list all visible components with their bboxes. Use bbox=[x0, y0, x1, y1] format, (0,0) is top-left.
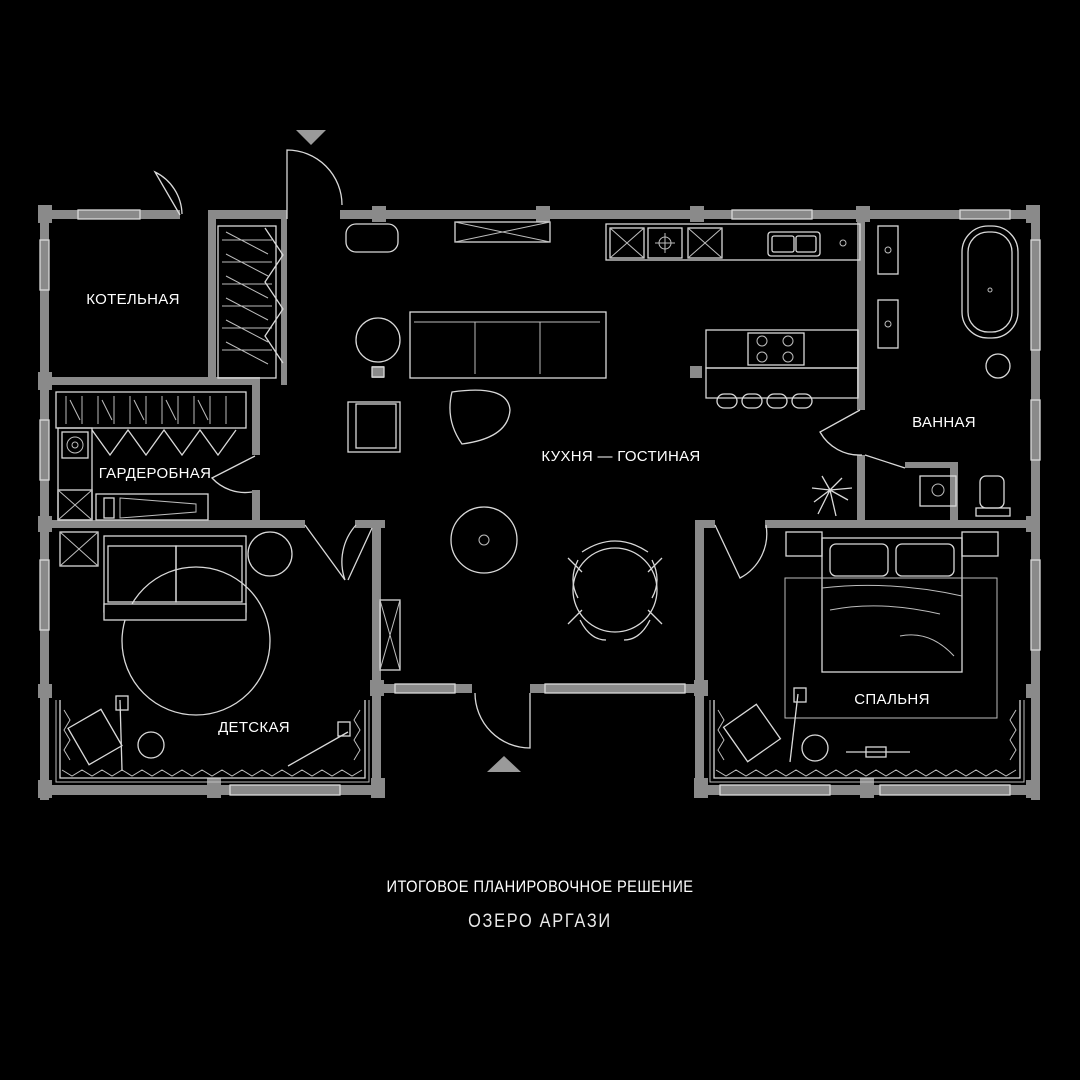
room-label-kids: ДЕТСКАЯ bbox=[218, 719, 290, 736]
bathroom-fixtures bbox=[877, 225, 1019, 517]
room-label-bedroom: СПАЛЬНЯ bbox=[854, 691, 929, 708]
room-label-wardrobe: ГАРДЕРОБНАЯ bbox=[99, 465, 211, 482]
room-label-boiler: КОТЕЛЬНАЯ bbox=[86, 291, 179, 308]
room-label-living: КУХНЯ — ГОСТИНАЯ bbox=[541, 448, 700, 465]
caption-title: ИТОГОВОЕ ПЛАНИРОВОЧНОЕ РЕШЕНИЕ bbox=[386, 877, 694, 896]
plant-icon bbox=[811, 475, 853, 517]
doors bbox=[153, 130, 906, 772]
kids-room-furniture bbox=[55, 531, 401, 783]
windows bbox=[39, 209, 1041, 796]
entrance-arrow-top-icon bbox=[296, 130, 326, 145]
room-label-bath: ВАННАЯ bbox=[912, 414, 976, 431]
walls bbox=[38, 205, 1040, 800]
caption-subtitle: ОЗЕРО АРГАЗИ bbox=[468, 911, 612, 932]
wardrobe-furniture bbox=[55, 391, 247, 521]
room-labels: КОТЕЛЬНАЯ ГАРДЕРОБНАЯ КУХНЯ — ГОСТИНАЯ В… bbox=[86, 291, 976, 736]
living-kitchen-furniture bbox=[345, 221, 861, 641]
bedroom-furniture bbox=[709, 531, 1025, 783]
closet-shelving bbox=[217, 225, 284, 379]
entrance-arrow-bottom-icon bbox=[487, 756, 521, 772]
